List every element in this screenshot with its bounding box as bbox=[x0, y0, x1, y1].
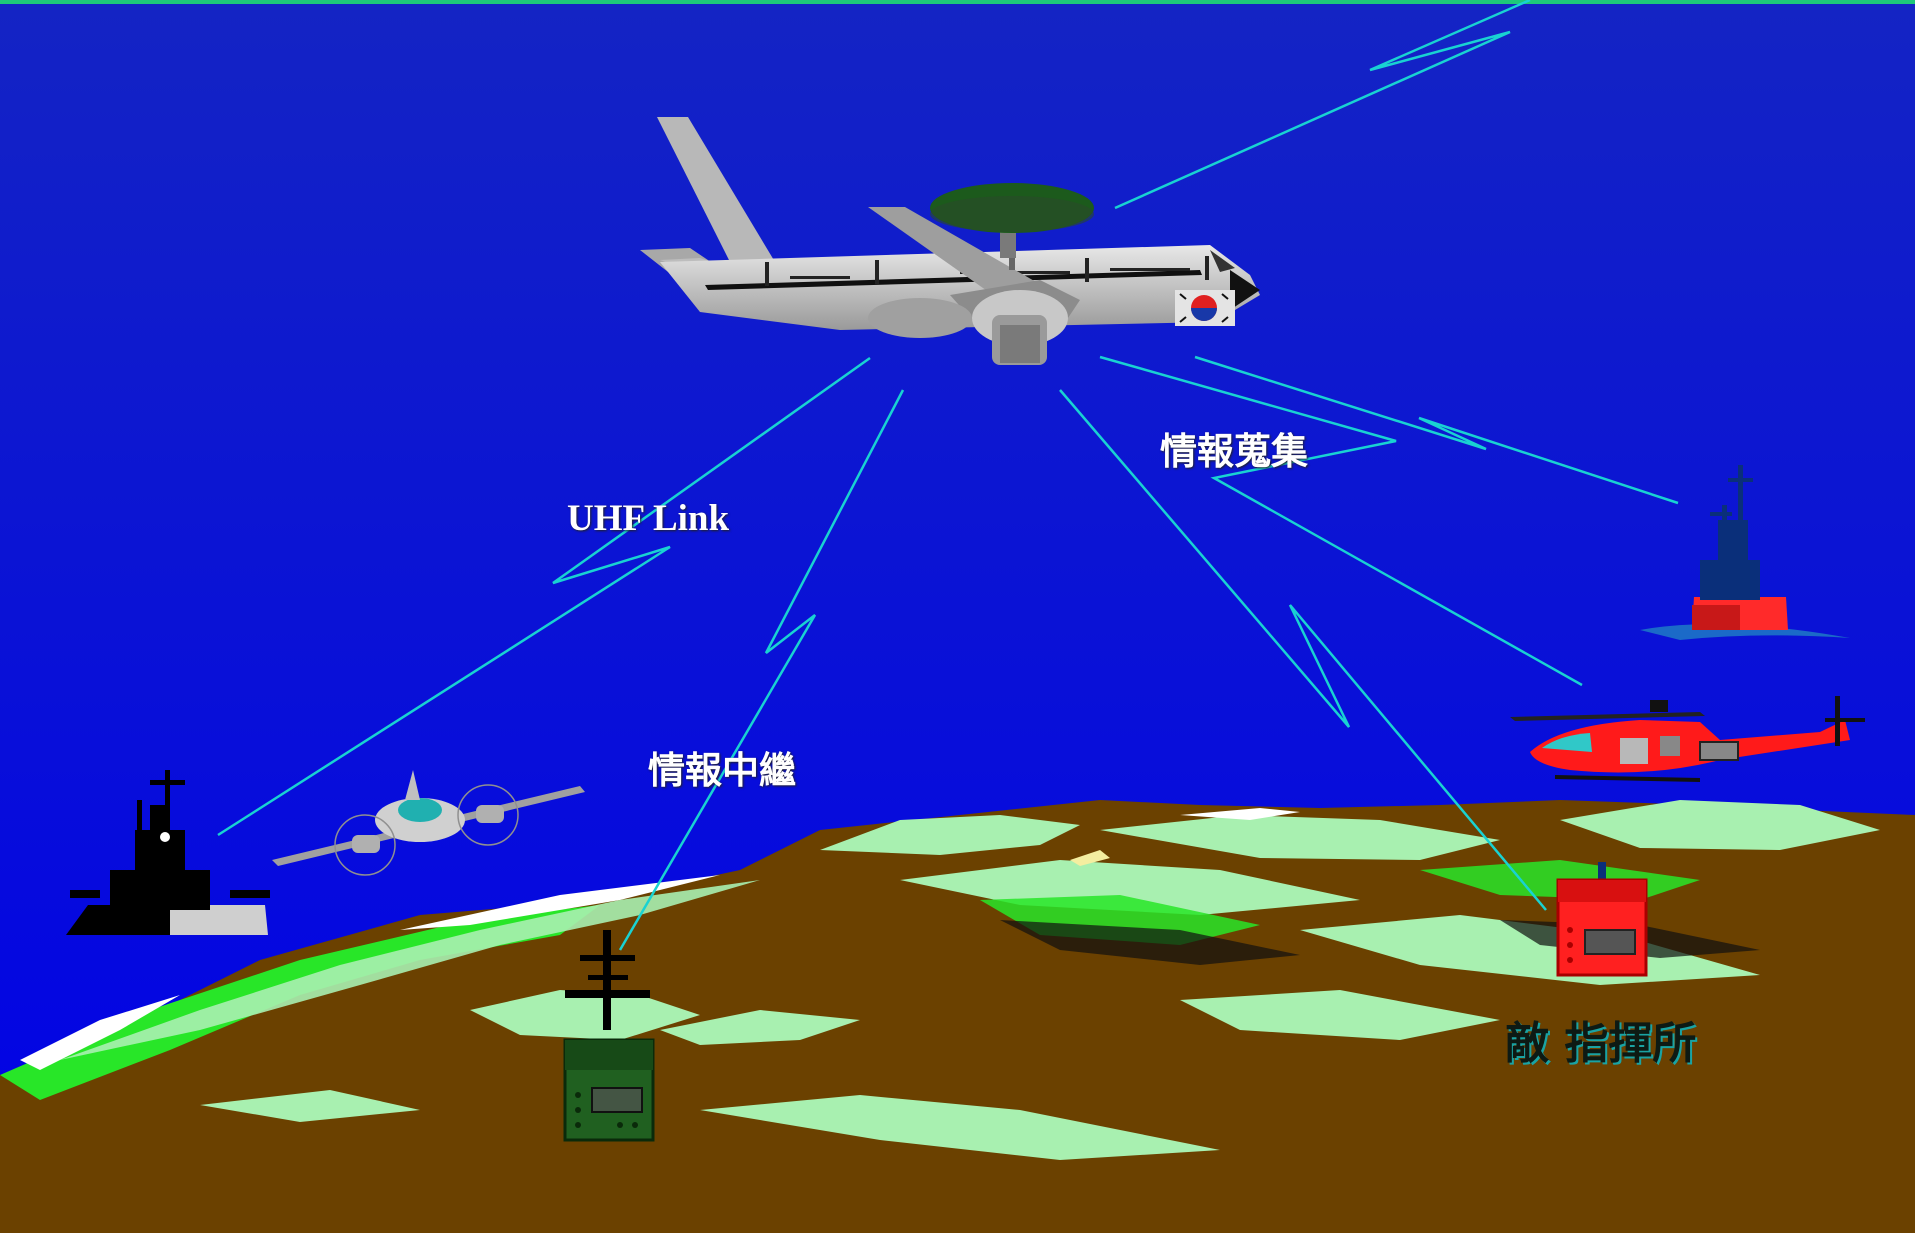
friendly-warship-icon bbox=[66, 770, 270, 935]
info-collection-label: 情報蒐集 bbox=[1160, 430, 1308, 473]
info-relay-label: 情報中繼 bbox=[648, 749, 796, 792]
link-awacs-to-command-post bbox=[1059, 389, 1547, 911]
link-awacs-to-helicopter bbox=[1099, 355, 1583, 687]
enemy-helicopter-icon bbox=[1510, 696, 1865, 782]
awacs-aircraft-icon bbox=[640, 117, 1260, 365]
ground-relay-station-icon bbox=[563, 930, 655, 1142]
link-awacs-to-satellite bbox=[1114, 0, 1531, 210]
uhf-link-label: UHF Link bbox=[567, 498, 730, 539]
comm-links bbox=[217, 0, 1679, 951]
enemy-warship-icon bbox=[1640, 465, 1850, 640]
link-awacs-to-warship bbox=[1194, 355, 1679, 505]
patrol-aircraft-icon bbox=[272, 770, 585, 876]
link-awacs-to-relay bbox=[618, 389, 905, 951]
terrain bbox=[0, 800, 1915, 1233]
link-awacs-to-friendly-ship bbox=[217, 356, 871, 837]
enemy-command-post-label: 敵 指揮所 bbox=[1505, 1018, 1697, 1069]
top-border bbox=[0, 0, 1915, 4]
enemy-command-post-icon bbox=[1556, 862, 1648, 977]
